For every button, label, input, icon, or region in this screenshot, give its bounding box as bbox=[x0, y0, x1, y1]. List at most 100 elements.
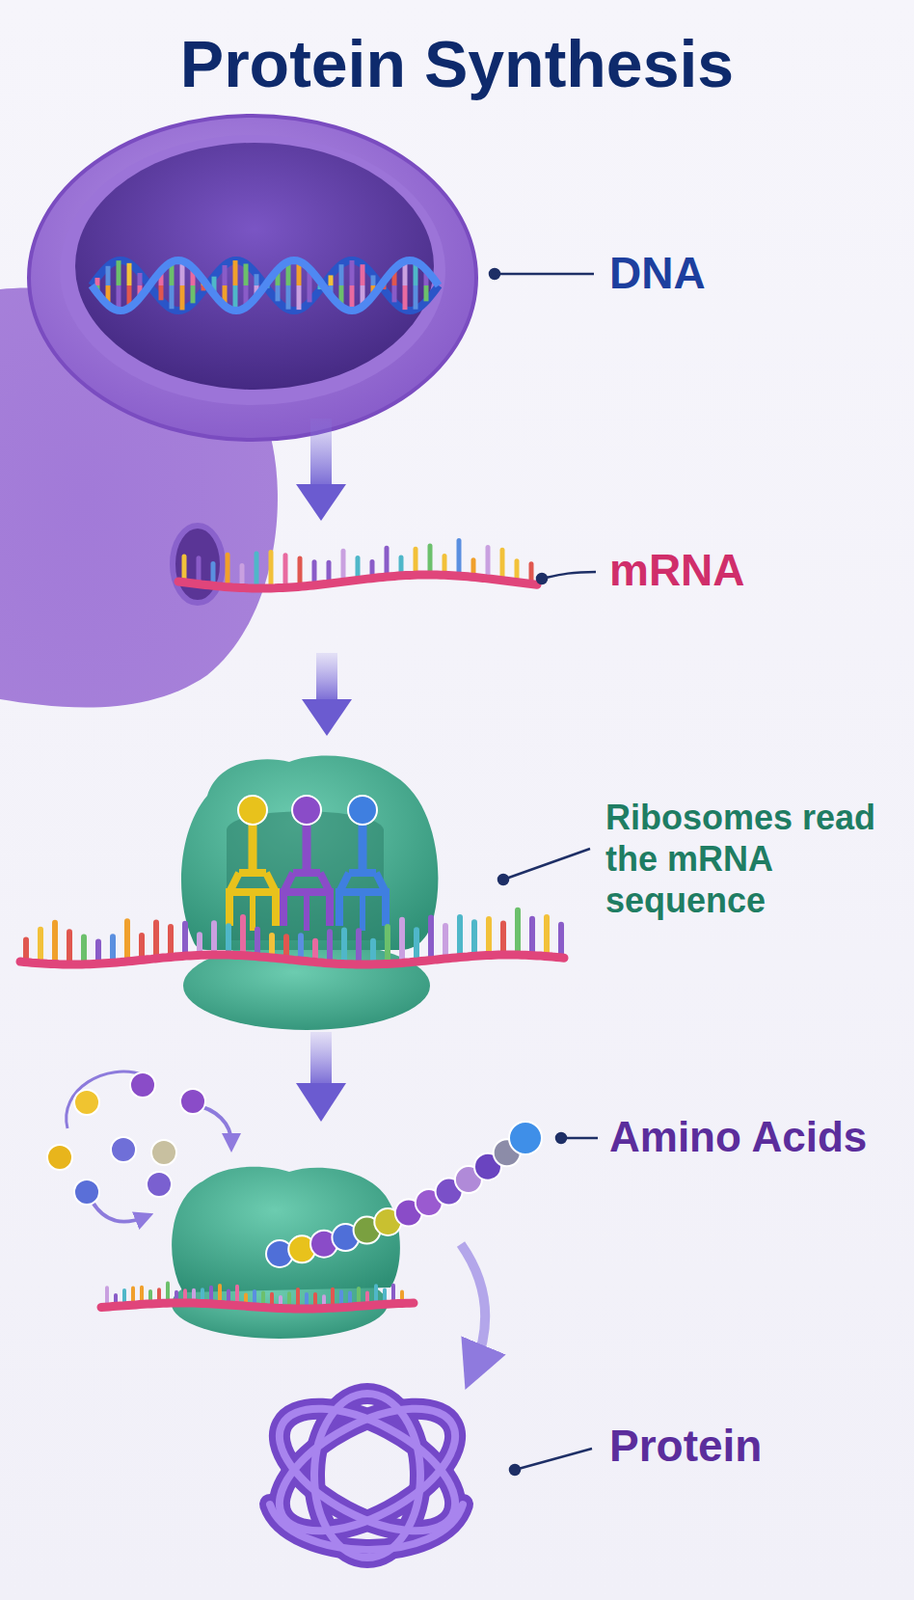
amino-acid-bead bbox=[151, 1139, 177, 1165]
base-pair bbox=[424, 285, 430, 301]
mrna-base bbox=[240, 916, 246, 953]
mrna-base bbox=[558, 924, 565, 955]
mrna-base bbox=[252, 1290, 257, 1304]
trna-arm bbox=[303, 891, 310, 931]
mrna-base bbox=[200, 1289, 205, 1300]
base-pair bbox=[349, 260, 355, 286]
mrna-base bbox=[157, 1289, 162, 1300]
mrna-base bbox=[326, 931, 333, 960]
base-pair bbox=[286, 285, 292, 310]
mrna-backbone bbox=[20, 954, 565, 965]
base-pair bbox=[360, 264, 366, 286]
mrna-base bbox=[382, 1290, 387, 1302]
amino-acid-bead bbox=[509, 1121, 542, 1155]
mrna-base bbox=[217, 1285, 222, 1301]
base-pair bbox=[275, 285, 281, 301]
amino-arrow bbox=[91, 1200, 145, 1222]
arrow-head bbox=[301, 698, 352, 736]
trna-group bbox=[229, 795, 386, 931]
callout-label: mRNA bbox=[609, 545, 746, 596]
mrna-base bbox=[304, 1293, 309, 1306]
trna-arm bbox=[249, 891, 256, 931]
mrna-base bbox=[109, 936, 116, 960]
mrna-base bbox=[330, 1289, 335, 1306]
ribosome-large-subunit bbox=[171, 1166, 401, 1292]
mrna-base bbox=[413, 929, 420, 959]
nucleus-envelope bbox=[28, 115, 477, 440]
amino-acid-bead bbox=[74, 1179, 100, 1205]
mrna-base bbox=[52, 922, 58, 962]
callout-label: DNA bbox=[609, 248, 706, 299]
amino-acid-bead bbox=[74, 1089, 100, 1115]
arrow-shaft bbox=[310, 418, 332, 486]
mrna-base bbox=[485, 546, 491, 576]
mrna-base bbox=[139, 1287, 144, 1302]
mrna-base bbox=[122, 1290, 127, 1303]
mrna-base bbox=[341, 550, 347, 579]
amino-acid-bead bbox=[130, 1072, 156, 1098]
base-pair bbox=[371, 274, 377, 286]
mrna-base bbox=[391, 1285, 396, 1301]
trna-stem bbox=[302, 817, 312, 873]
mrna-base bbox=[529, 918, 536, 953]
mrna-base bbox=[341, 930, 348, 962]
amino-acid-bead bbox=[47, 1144, 73, 1170]
mrna-base bbox=[514, 910, 521, 952]
callout-label: Ribosomes read the mRNA sequence bbox=[605, 796, 895, 922]
mrna-base bbox=[196, 934, 203, 952]
dna-strand bbox=[91, 260, 439, 311]
trna-stem bbox=[358, 817, 368, 873]
trna-arm bbox=[359, 891, 366, 931]
mrna-base bbox=[428, 917, 434, 958]
leader-line bbox=[541, 571, 596, 579]
mrna-base bbox=[235, 1286, 240, 1303]
mrna-base bbox=[471, 560, 477, 575]
mrna-base bbox=[442, 556, 448, 573]
protein-loop bbox=[260, 1383, 475, 1557]
mrna-base bbox=[457, 539, 462, 573]
amino-acid-chain bbox=[266, 1121, 542, 1267]
arrow-head bbox=[295, 1082, 347, 1122]
mrna-base bbox=[355, 930, 362, 962]
mrna-base bbox=[283, 936, 290, 956]
base-pair bbox=[413, 285, 419, 310]
dna-helix bbox=[91, 260, 439, 311]
mrna-base bbox=[240, 565, 245, 586]
flow-arrow bbox=[295, 418, 347, 521]
mrna-base bbox=[254, 553, 260, 586]
mrna-base bbox=[543, 916, 550, 954]
base-pair bbox=[159, 285, 164, 300]
mrna-base bbox=[269, 1293, 274, 1305]
mrna-base bbox=[514, 561, 520, 580]
base-pair bbox=[392, 285, 398, 302]
base-pair bbox=[169, 285, 175, 309]
nucleus-rim bbox=[59, 134, 446, 405]
base-pair bbox=[180, 285, 186, 310]
callout-label: Amino Acids bbox=[609, 1112, 867, 1160]
base-pair bbox=[137, 272, 143, 286]
mrna-base bbox=[153, 922, 160, 956]
mrna-base bbox=[370, 561, 376, 575]
trna-amino-acid bbox=[292, 795, 322, 825]
mrna-base bbox=[312, 562, 318, 583]
mrna-base bbox=[442, 925, 449, 956]
mrna-base bbox=[297, 935, 304, 958]
mrna-base bbox=[211, 563, 216, 583]
mrna-base bbox=[399, 557, 404, 573]
mrna-base bbox=[191, 1290, 196, 1300]
base-pair bbox=[106, 266, 111, 286]
mrna-base bbox=[261, 1292, 266, 1305]
mrna-base bbox=[165, 1283, 170, 1301]
diagram-title: Protein Synthesis bbox=[0, 26, 914, 101]
mrna-base bbox=[283, 555, 289, 585]
arrow-shaft bbox=[310, 1031, 332, 1085]
mrna-base bbox=[500, 549, 506, 578]
base-pair bbox=[190, 285, 196, 303]
protein-loop bbox=[260, 1383, 475, 1557]
mrna-backbone bbox=[178, 574, 538, 589]
mrna-base bbox=[355, 557, 361, 577]
trna-amino-acid bbox=[348, 795, 377, 825]
base-pair bbox=[339, 264, 345, 286]
mrna-base bbox=[23, 940, 29, 960]
